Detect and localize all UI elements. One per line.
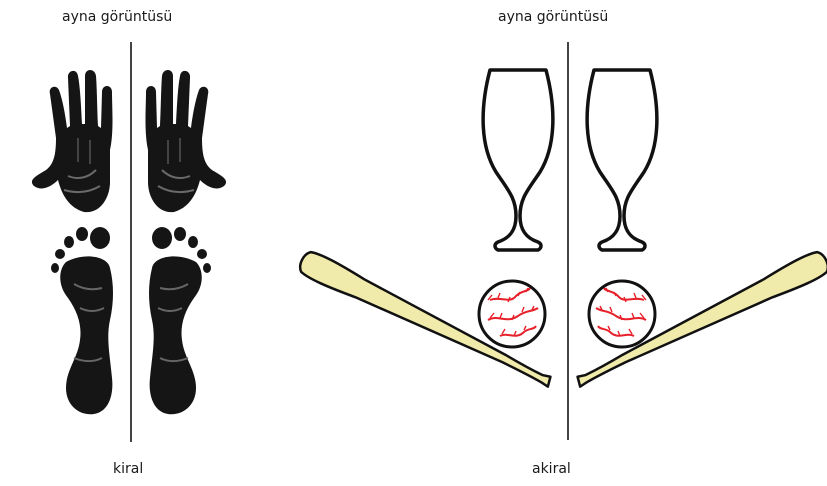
glass-icon	[483, 70, 553, 250]
left-foot-print-icon	[51, 227, 113, 414]
achiral-caption: akiral	[532, 461, 571, 477]
left-hand-print-icon	[32, 70, 113, 212]
mirror-image-label-right: ayna görüntüsü	[498, 9, 608, 25]
mirror-image-label-left: ayna görüntüsü	[62, 9, 172, 25]
right-foot-print-icon	[149, 227, 211, 414]
right-hand-print-icon	[146, 70, 227, 212]
glass-mirror-icon	[587, 70, 657, 250]
baseball-icon	[479, 281, 545, 347]
baseball-mirror-icon	[589, 281, 655, 347]
chiral-caption: kiral	[113, 461, 143, 477]
